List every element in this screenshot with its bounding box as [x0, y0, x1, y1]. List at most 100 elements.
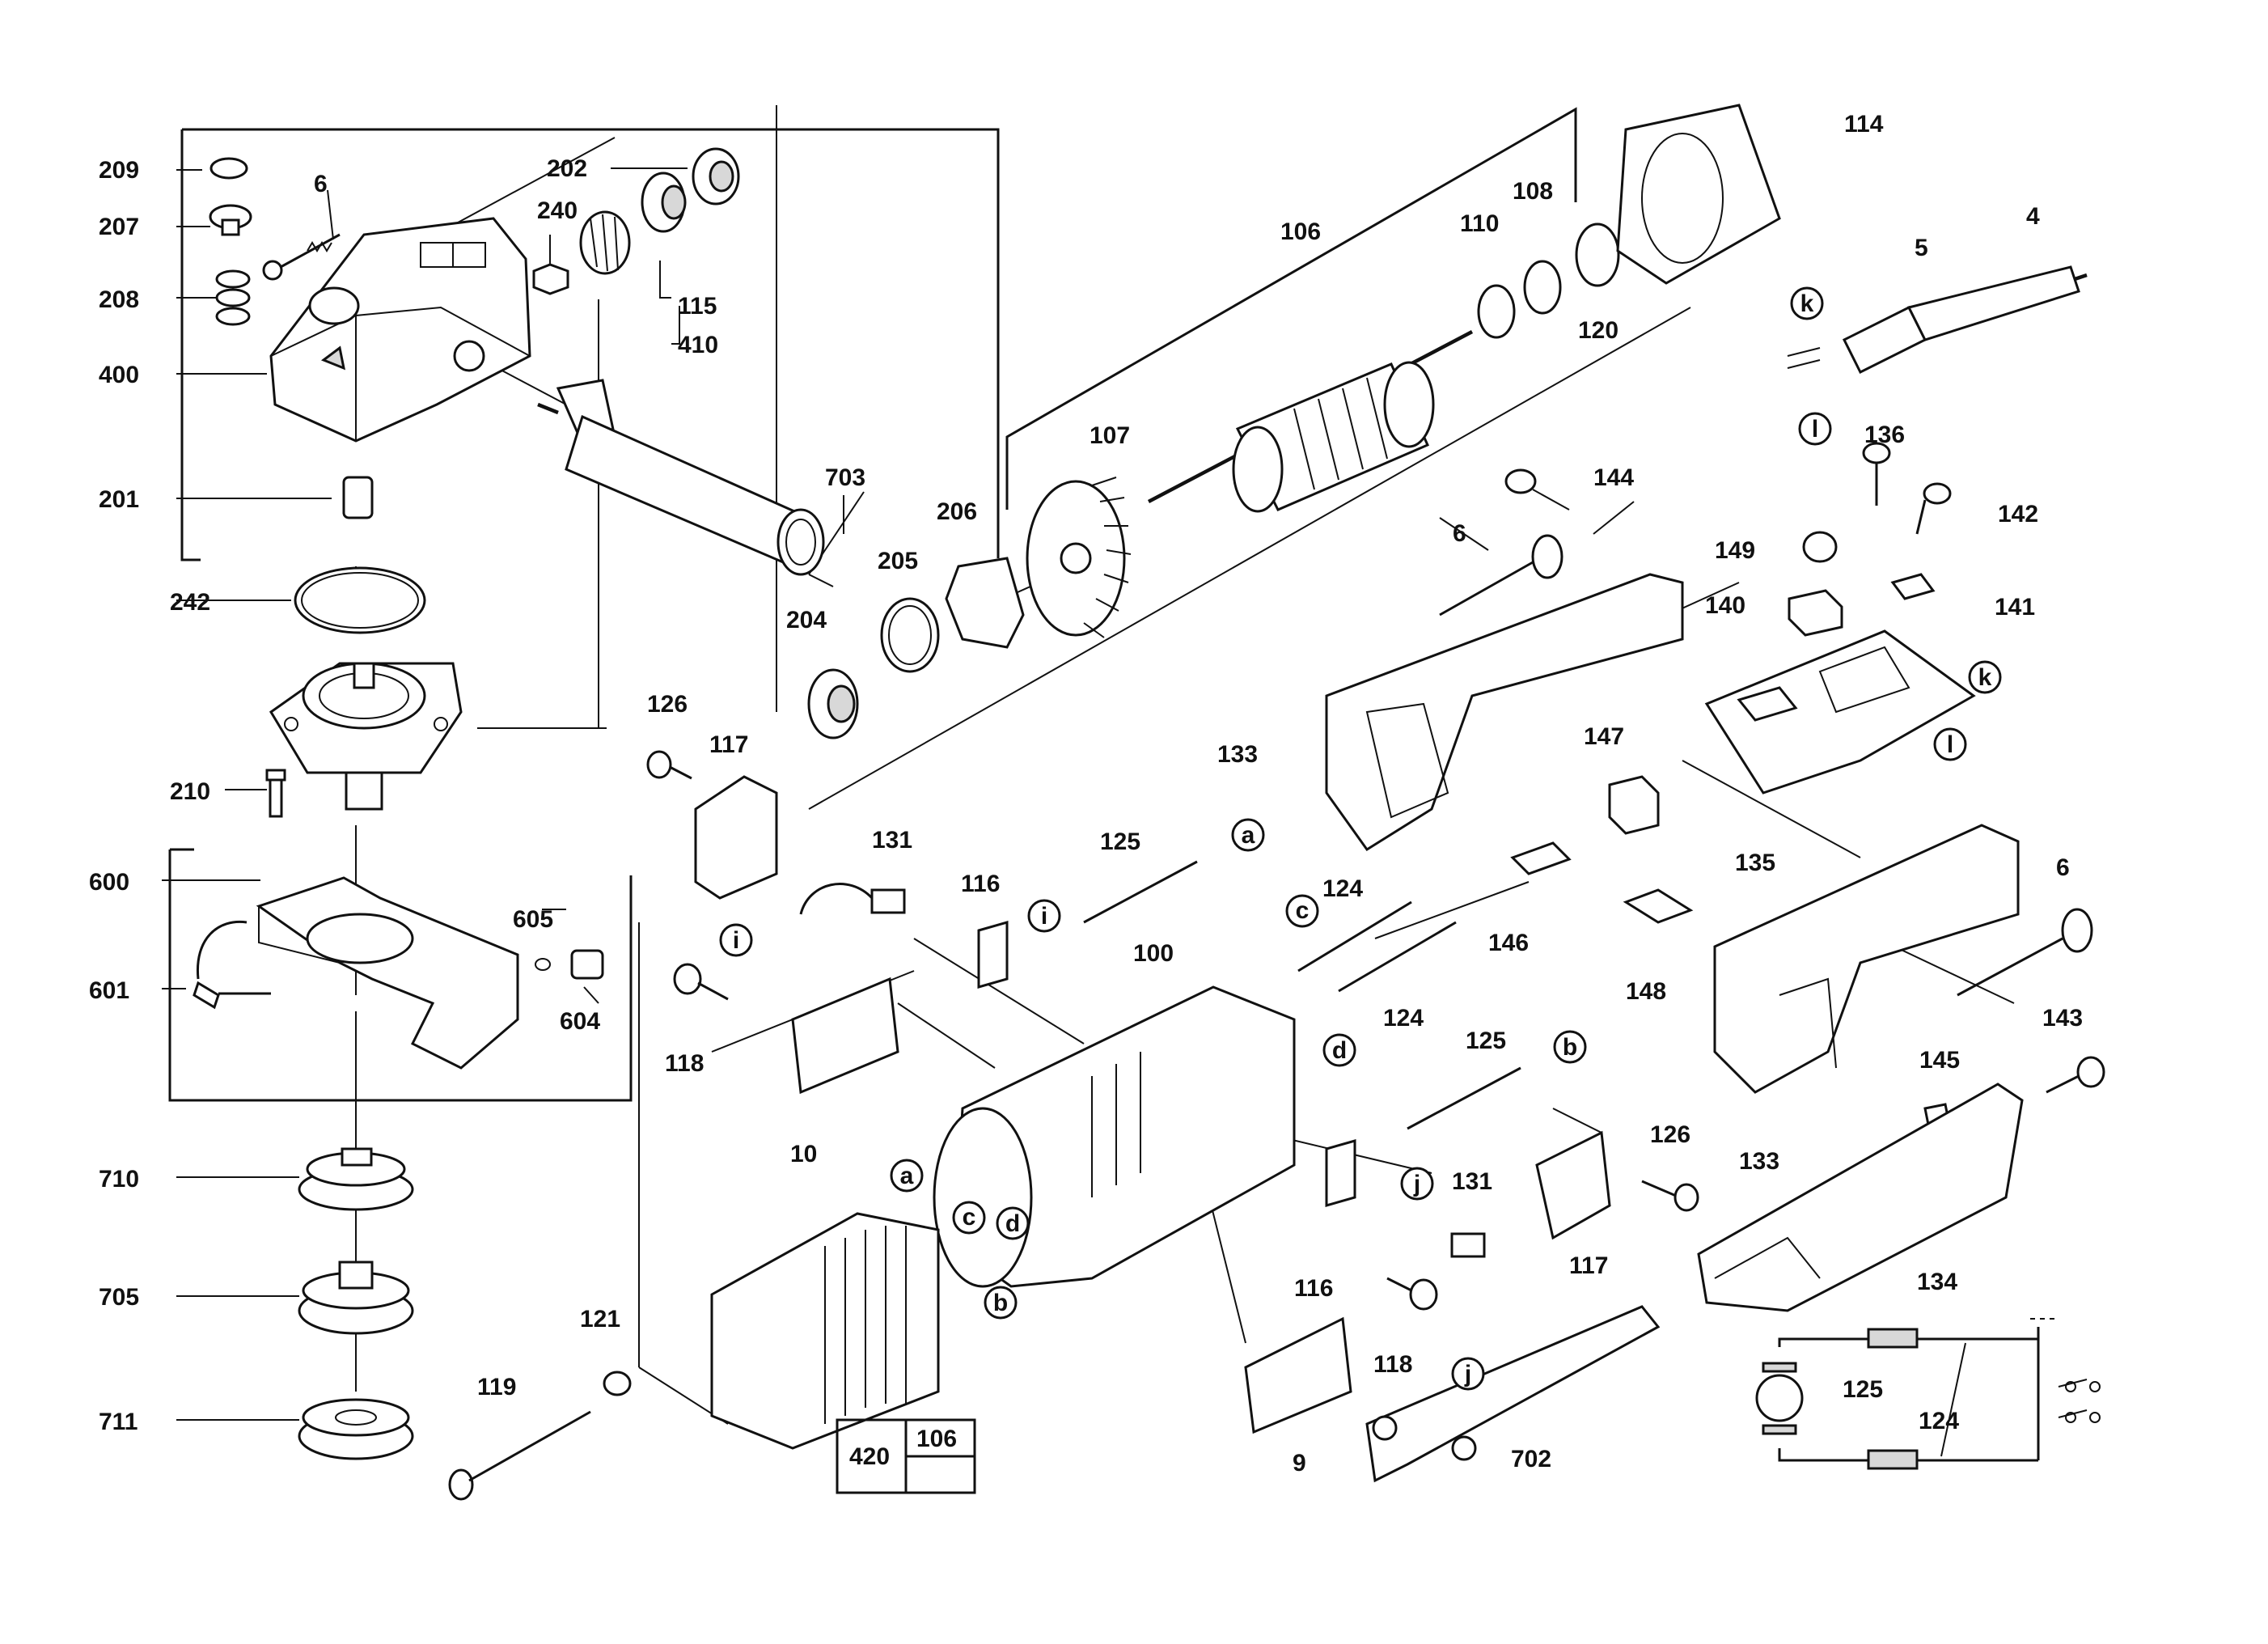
brush-holder-116b	[1325, 1139, 1356, 1207]
sleeve-201	[342, 476, 374, 519]
button-stem-207	[221, 218, 240, 236]
spring-208b	[215, 288, 251, 307]
o-ring-209	[209, 157, 248, 180]
label-110: 110	[1460, 210, 1499, 237]
group-brackets	[168, 107, 1577, 1102]
label-115: 115	[678, 293, 717, 320]
bearing-110	[1477, 284, 1516, 339]
wire-124a	[1297, 900, 1412, 972]
label-711: 711	[99, 1409, 138, 1435]
svg-text:d: d	[1005, 1210, 1020, 1237]
part-149	[1802, 531, 1838, 563]
label-710: 710	[99, 1166, 139, 1193]
svg-text:i: i	[733, 927, 739, 954]
pinion-410	[579, 210, 631, 275]
gear-115	[641, 172, 687, 233]
washer-121	[603, 1371, 632, 1396]
wire-124b	[1338, 921, 1457, 993]
gearhead-bracket-left	[180, 129, 201, 561]
left-column-parts	[193, 157, 604, 1460]
part-141	[1890, 573, 1936, 600]
field-420	[710, 1212, 940, 1450]
label-120: 120	[1578, 317, 1618, 344]
screw-143	[2046, 1056, 2105, 1094]
label-410: 410	[678, 332, 718, 358]
screw-210	[265, 769, 286, 818]
label-703: 703	[825, 464, 865, 491]
label-117b: 117	[1569, 1252, 1608, 1279]
label-9	[1244, 1316, 1352, 1434]
bearing-204	[807, 668, 859, 739]
label-133a: 133	[1217, 741, 1258, 768]
svg-text:d: d	[1332, 1037, 1347, 1064]
armature-bracket	[1005, 107, 1577, 510]
guard-600	[193, 876, 519, 1070]
screw-142	[1915, 482, 1952, 535]
label-126b: 126	[1650, 1121, 1690, 1148]
marker-c1: c	[1285, 894, 1319, 928]
brush-holder-116a	[977, 921, 1009, 989]
marker-d2: d	[996, 1206, 1030, 1240]
label-116a: 116	[961, 871, 1000, 897]
bearing-202	[692, 147, 740, 206]
screw-118b	[1386, 1277, 1438, 1311]
label-202: 202	[547, 155, 587, 182]
brush-131b	[1450, 1232, 1486, 1258]
svg-text:k: k	[1800, 290, 1814, 317]
label-124b: 124	[1383, 1005, 1424, 1032]
wiring-schematic	[1755, 1318, 2101, 1470]
label-207: 207	[99, 214, 139, 240]
label-106a: 106	[1280, 218, 1321, 245]
gear-and-handle-parts	[532, 147, 1025, 739]
connector-markers: a a b b c c d d i i j j k k l l	[719, 286, 2002, 1391]
marker-b1: b	[1553, 1030, 1587, 1064]
part-140	[1788, 589, 1843, 637]
fan-107	[1026, 477, 1132, 638]
svg-text:j: j	[1413, 1171, 1420, 1197]
marker-i2: i	[719, 923, 753, 957]
label-116b: 116	[1294, 1275, 1333, 1302]
ring-205	[880, 597, 940, 673]
label-9: 9	[1293, 1450, 1306, 1477]
ring-108	[1523, 260, 1562, 315]
label-242: 242	[170, 589, 210, 616]
label-140: 140	[1705, 592, 1745, 619]
label-601: 601	[89, 977, 129, 1004]
flange-711	[298, 1398, 414, 1460]
screw-6a	[262, 233, 341, 281]
svg-text:a: a	[1242, 822, 1255, 849]
label-125a: 125	[1100, 828, 1140, 855]
motor-housing-100	[933, 985, 1296, 1288]
svg-text:b: b	[1563, 1034, 1577, 1061]
svg-text:i: i	[1041, 903, 1047, 930]
label-147: 147	[1584, 723, 1624, 750]
clip-605	[535, 958, 551, 971]
bracket-115	[659, 261, 671, 299]
brush-131a	[799, 883, 906, 915]
label-204: 204	[786, 607, 827, 633]
label-209: 209	[99, 157, 139, 184]
bearing-flange-gear	[269, 662, 463, 811]
label-206: 206	[937, 498, 977, 525]
marker-d1: d	[1322, 1033, 1356, 1067]
label-114: 114	[1844, 111, 1884, 138]
label-5: 5	[1915, 235, 1928, 261]
svg-text:l: l	[1947, 731, 1953, 758]
label-210: 210	[170, 778, 210, 805]
gearhead-bracket	[182, 128, 1000, 558]
armature-106	[1147, 330, 1474, 513]
leader-lines	[162, 105, 865, 1421]
label-143: 143	[2042, 1005, 2083, 1032]
label-702: 702	[1511, 1446, 1551, 1472]
label-125c: 125	[1843, 1376, 1883, 1403]
alignment-lines	[355, 137, 2015, 1425]
cord-5-4	[1787, 265, 2088, 375]
label-10: 10	[790, 1141, 817, 1167]
plate-206	[945, 557, 1025, 649]
motor-parts	[448, 750, 1699, 1501]
label-133b: 133	[1739, 1148, 1779, 1175]
svg-text:k: k	[1978, 664, 1992, 691]
label-107: 107	[1090, 422, 1130, 449]
